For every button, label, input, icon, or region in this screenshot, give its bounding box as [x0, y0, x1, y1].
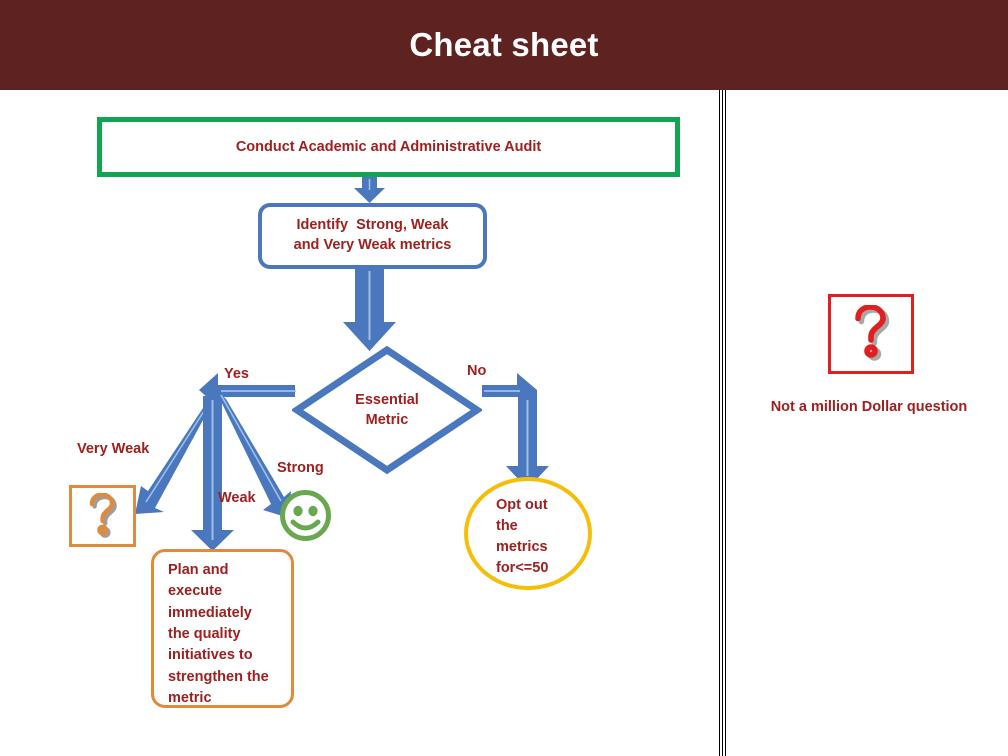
divider-line-3 — [725, 90, 726, 756]
header-bar: Cheat sheet — [0, 0, 1008, 90]
panel-divider — [719, 90, 727, 756]
node-plan-line: initiatives to — [168, 647, 253, 664]
edge-label-weak: Weak — [218, 490, 256, 506]
node-opt-out-line: for<=50 — [496, 560, 549, 577]
node-conduct-audit-label: Conduct Academic and Administrative Audi… — [235, 139, 542, 155]
node-plan-line: immediately — [168, 604, 252, 621]
node-opt-out-line: Opt out — [496, 497, 548, 513]
node-essential-metric-decision[interactable]: Essential Metric — [292, 345, 482, 475]
edge-label-very-weak: Very Weak — [77, 441, 150, 457]
node-very-weak-outcome[interactable] — [69, 485, 136, 547]
question-mark-icon — [855, 305, 890, 361]
edge-label-no: No — [467, 363, 487, 379]
node-opt-out-line: the — [496, 518, 518, 535]
node-plan-line: Plan and — [168, 562, 229, 578]
node-identify-metrics-line1: Identify Strong, Weak — [296, 217, 449, 234]
node-plan-line: execute — [168, 583, 223, 600]
arrow-audit-to-identify — [354, 177, 385, 203]
edge-label-yes: Yes — [224, 366, 249, 382]
node-opt-out[interactable]: Opt out the metrics for<=50 — [464, 477, 592, 590]
node-identify-metrics[interactable]: Identify Strong, Weak and Very Weak metr… — [258, 203, 487, 269]
node-plan-line: strengthen the — [168, 668, 269, 685]
arrow-identify-to-decision — [343, 269, 396, 351]
node-conduct-audit[interactable]: Conduct Academic and Administrative Audi… — [97, 117, 680, 177]
divider-line-2 — [722, 90, 723, 756]
arrow-branch-weak — [191, 396, 234, 551]
question-mark-icon — [89, 493, 117, 538]
diamond-shape — [292, 345, 482, 475]
node-opt-out-line: metrics — [496, 539, 548, 556]
node-essential-metric-line1: Essential — [355, 391, 419, 408]
node-essential-metric-labels: Essential Metric — [292, 345, 482, 475]
node-strong-outcome[interactable] — [279, 489, 332, 542]
million-dollar-question-caption: Not a million Dollar question — [770, 399, 968, 415]
million-dollar-question-card[interactable] — [828, 294, 914, 374]
edge-label-strong: Strong — [277, 460, 324, 476]
divider-line-1 — [719, 90, 720, 756]
smiley-face-icon — [280, 490, 331, 541]
node-plan-line: the quality — [168, 625, 241, 642]
node-plan-execute[interactable]: Plan and execute immediately the quality… — [151, 549, 294, 708]
page-title: Cheat sheet — [409, 26, 599, 63]
arrow-decision-no — [482, 373, 549, 489]
node-plan-line: metric — [168, 689, 212, 706]
node-essential-metric-line2: Metric — [365, 412, 409, 428]
node-identify-metrics-line2: and Very Weak metrics — [293, 237, 452, 253]
